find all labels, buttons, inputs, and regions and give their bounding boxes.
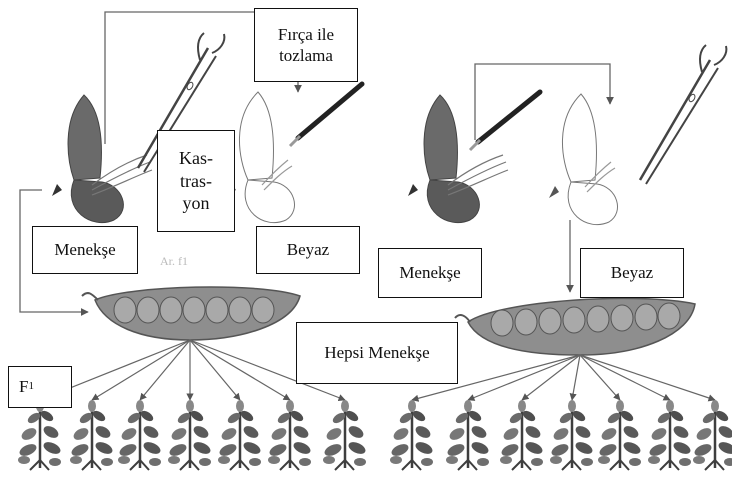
- right-white-label: Beyaz: [580, 248, 684, 298]
- left-pea-pod-icon: [82, 287, 300, 340]
- left-violet-label: Menekşe: [32, 226, 138, 274]
- right-violet-flower-icon: [408, 95, 508, 223]
- right-violet-label: Menekşe: [378, 248, 482, 298]
- left-white-flower-icon: [226, 92, 295, 223]
- right-scissors-icon: [640, 45, 726, 184]
- castration-label: Kas- tras- yon: [157, 130, 235, 232]
- pea-plant-icon: [446, 400, 491, 470]
- left-violet-flower-icon: [52, 95, 152, 223]
- right-brush-icon: [470, 92, 540, 150]
- right-violet-text: Menekşe: [399, 262, 460, 283]
- pea-plant-icon: [390, 400, 435, 470]
- left-brush-icon: [290, 84, 362, 146]
- pea-plant-icon: [598, 400, 643, 470]
- pea-plant-icon: [648, 400, 693, 470]
- left-white-label: Beyaz: [256, 226, 360, 274]
- right-pea-pod-icon: [455, 298, 695, 355]
- pea-plant-icon: [500, 400, 545, 470]
- f1-subscript: 1: [28, 380, 34, 394]
- pea-plant-icon: [70, 400, 115, 470]
- left-white-text: Beyaz: [287, 239, 329, 260]
- f1-letter: F: [19, 376, 28, 397]
- all-violet-label: Hepsi Menekşe: [296, 322, 458, 384]
- pea-plant-icon: [18, 400, 63, 470]
- left-violet-text: Menekşe: [54, 239, 115, 260]
- pea-plant-icon: [693, 400, 732, 470]
- faint-print-text: Ar. f1: [160, 254, 188, 268]
- right-white-text: Beyaz: [611, 262, 653, 283]
- brush-pollination-label: Fırça ile tozlama: [254, 8, 358, 82]
- right-f1-plants: [390, 400, 732, 470]
- pea-plant-icon: [268, 400, 313, 470]
- pea-plant-icon: [118, 400, 163, 470]
- right-white-flower-icon: [549, 94, 618, 225]
- all-violet-text: Hepsi Menekşe: [324, 342, 429, 363]
- pea-plant-icon: [168, 400, 213, 470]
- pea-plant-icon: [323, 400, 368, 470]
- brush-pollination-text: Fırça ile tozlama: [278, 24, 334, 67]
- pea-plant-icon: [550, 400, 595, 470]
- castration-text: Kas- tras- yon: [179, 147, 213, 215]
- left-f1-plants: [18, 400, 368, 470]
- pea-plant-icon: [218, 400, 263, 470]
